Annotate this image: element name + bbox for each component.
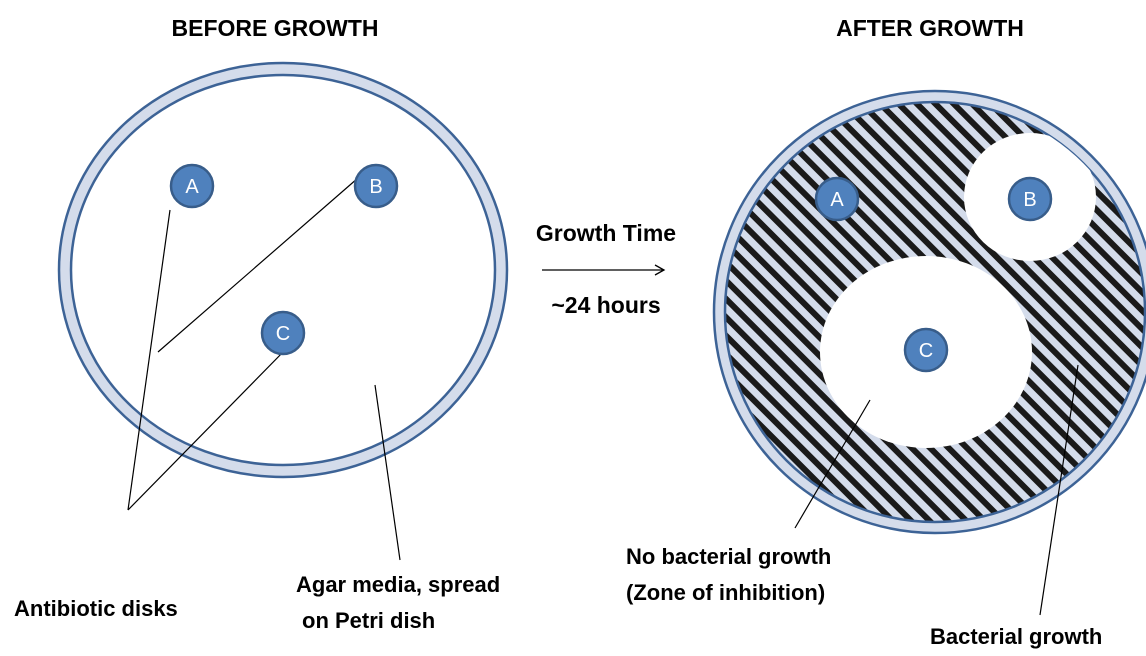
no-growth-label-line1: No bacterial growth [626,544,831,569]
bacterial-growth-label: Bacterial growth [930,624,1102,649]
before-disk-c: C [260,310,306,356]
pointer-line-bacterial-growth [1039,364,1079,616]
growth-time-label: Growth Time [536,220,676,246]
before-dish-agar [69,73,497,467]
after-disk-a: A [814,176,860,222]
before-disk-a-label: A [185,176,199,198]
before-disk-b-label: B [369,176,382,198]
after-disk-c: C [903,327,949,373]
growth-arrow [542,264,666,276]
before-pointer-lines [127,177,401,561]
pointer-line-disk-c [127,347,288,511]
after-pointer-lines [794,364,1079,616]
after-petri-dish [712,89,1146,535]
after-growth-title: AFTER GROWTH [836,15,1024,41]
before-growth-title: BEFORE GROWTH [172,15,379,41]
growth-duration-label: ~24 hours [551,292,660,318]
after-disk-c-label: C [919,340,933,362]
pointer-line-disk-b [157,177,359,353]
no-growth-label-line2: (Zone of inhibition) [626,580,825,605]
pointer-line-inhibition-zone [794,399,871,529]
before-disk-a: A [169,163,215,209]
pointer-line-disk-a [127,209,171,511]
after-disk-b-label: B [1023,189,1036,211]
before-disk-c-label: C [276,323,290,345]
after-disk-a-label: A [830,189,844,211]
agar-media-label-line2: on Petri dish [302,608,435,633]
before-petri-dish [57,61,509,479]
before-disk-b: B [353,163,399,209]
agar-media-label-line1: Agar media, spread [296,572,500,597]
antibiotic-disks-label: Antibiotic disks [14,596,178,621]
pointer-line-agar [374,384,401,561]
after-disk-b: B [1007,176,1053,222]
